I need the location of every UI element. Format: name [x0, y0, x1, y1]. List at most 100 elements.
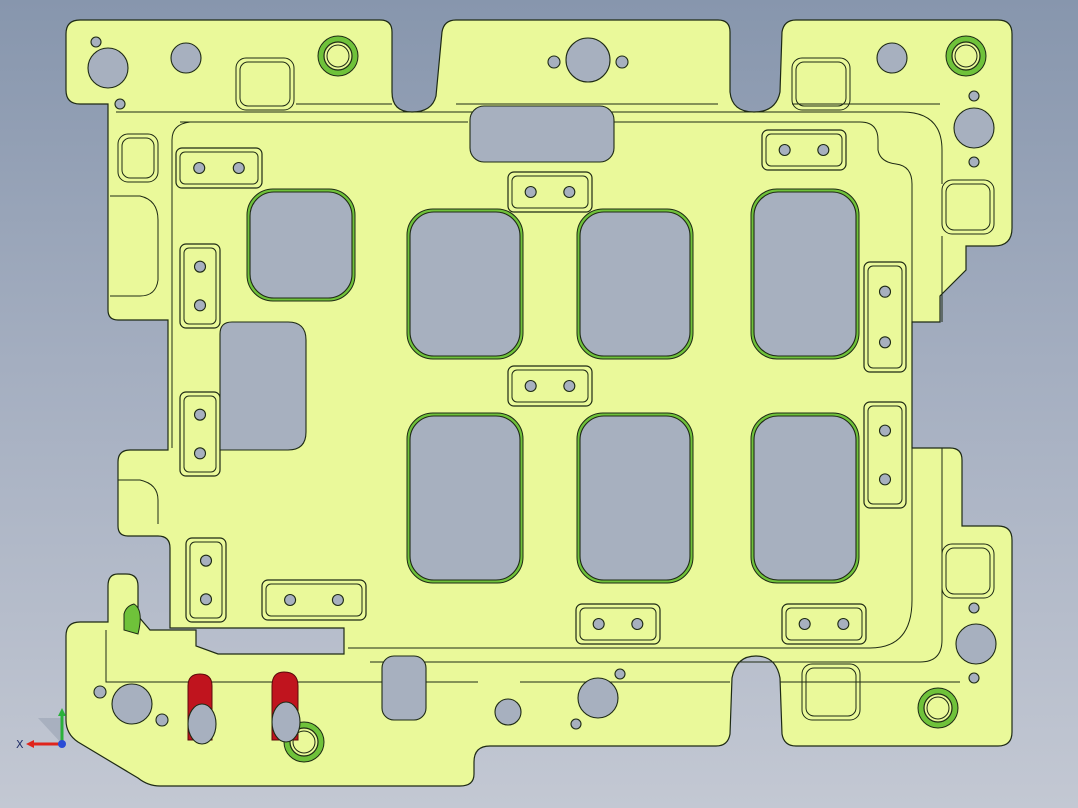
slot-pad: [507, 171, 593, 213]
selected-features[interactable]: [123, 603, 301, 745]
slot-pad: [185, 537, 227, 623]
slot-counterbore: [867, 405, 903, 505]
slot-hole: [193, 161, 206, 175]
through-hole: [111, 683, 153, 725]
slot-counterbore: [579, 607, 657, 641]
slot-hole: [817, 143, 830, 157]
left-side-cutout: [219, 321, 307, 451]
through-hole: [614, 668, 626, 680]
selected-slot-left-bottom: [187, 703, 217, 745]
slot-pad: [179, 243, 221, 329]
top-notch-cutout: [469, 105, 615, 163]
slot-counterbore: [867, 265, 903, 369]
raised-pad-inner: [945, 547, 991, 595]
through-hole: [90, 36, 102, 48]
slot-hole: [199, 554, 213, 567]
slot-counterbore: [189, 541, 223, 619]
slot-pad: [761, 129, 847, 171]
slot-pad: [863, 261, 907, 373]
slot-pad: [261, 579, 367, 621]
selected-slot-right-bottom: [271, 701, 301, 743]
dowel-hole-top: [923, 693, 953, 723]
slot-hole: [284, 593, 297, 607]
outer-step-outline: [116, 111, 943, 663]
raised-pad: [941, 179, 995, 235]
slot-hole: [631, 617, 644, 631]
slot-hole: [798, 617, 811, 631]
slot-hole: [778, 143, 791, 157]
slot-counterbore: [179, 151, 259, 185]
window-cutouts: [246, 188, 860, 584]
through-hole: [114, 98, 126, 110]
slot-pad: [781, 603, 867, 645]
dowel-hole-top: [951, 41, 981, 71]
slot-counterbore: [511, 369, 589, 403]
slot-hole: [878, 473, 892, 486]
through-hole: [955, 623, 997, 665]
raised-pads: [117, 57, 995, 721]
slot-hole: [563, 185, 576, 199]
slot-pad: [575, 603, 661, 645]
through-hole: [876, 42, 908, 74]
through-hole: [577, 677, 619, 719]
slot-pad: [863, 401, 907, 509]
raised-pad-inner: [121, 137, 155, 179]
pocket-step-outline: [171, 121, 913, 649]
slot-hole: [592, 617, 605, 631]
slot-hole: [524, 379, 537, 393]
slot-hole: [193, 408, 207, 421]
window-cutout: [409, 415, 521, 581]
raised-pad-inner: [945, 183, 991, 231]
window-cutout: [579, 415, 691, 581]
slot-counterbore: [183, 395, 217, 473]
raised-pad-inner: [239, 61, 291, 107]
slot-pad: [175, 147, 263, 189]
slot-hole: [524, 185, 537, 199]
through-hole: [155, 713, 169, 727]
through-hole: [565, 37, 611, 83]
slot-counterbore: [511, 175, 589, 209]
raised-pad-inner: [805, 667, 857, 717]
dowel-hole-inner: [326, 44, 350, 68]
left-hook-feature: [123, 603, 141, 635]
through-hole: [87, 47, 129, 89]
through-hole: [968, 156, 980, 168]
window-cutout: [753, 191, 857, 357]
coordinate-triad: X: [16, 708, 66, 751]
left-channel-line: [110, 195, 159, 524]
through-hole: [968, 602, 980, 614]
raised-pad: [791, 57, 851, 111]
slot-counterbore: [265, 583, 363, 617]
through-hole: [170, 42, 202, 74]
slot-hole: [878, 336, 892, 349]
slot-pad: [507, 365, 593, 407]
slot-hole: [878, 424, 892, 437]
through-hole: [968, 90, 980, 102]
through-hole: [953, 107, 995, 149]
slot-pad: [179, 391, 221, 477]
dowel-hole-inner: [954, 44, 978, 68]
through-hole: [494, 698, 522, 726]
slot-counterbore: [183, 247, 217, 325]
window-cutout: [409, 211, 521, 357]
raised-pad: [117, 133, 159, 183]
through-hole: [547, 55, 561, 69]
dowel-hole-top: [323, 41, 353, 71]
triad-x-label: X: [16, 738, 24, 751]
raised-pad-inner: [795, 61, 847, 107]
window-cutout: [753, 415, 857, 581]
slot-hole: [193, 299, 207, 312]
slot-hole: [193, 447, 207, 460]
slot-hole: [331, 593, 344, 607]
triad-y-arrow: [58, 708, 66, 716]
slot-counterbore: [785, 607, 863, 641]
bottom-left-step: [105, 630, 960, 683]
raised-pad: [801, 663, 861, 721]
triad-base: [38, 718, 62, 744]
slot-hole: [199, 593, 213, 606]
triad-origin: [58, 740, 66, 748]
through-holes: [87, 35, 997, 763]
slot-hole: [878, 285, 892, 298]
dowel-hole-inner: [292, 730, 316, 754]
